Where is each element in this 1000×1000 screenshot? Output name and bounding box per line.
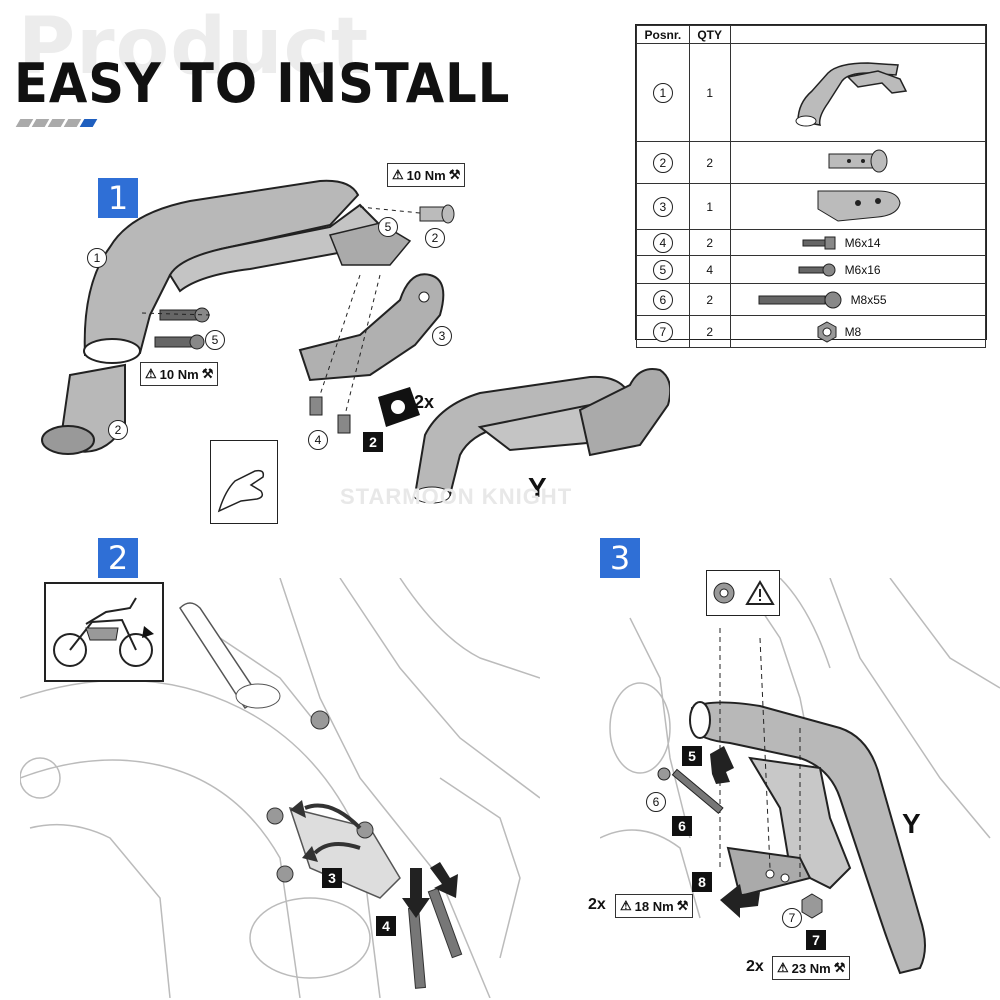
callout-5-left: 5 [205,330,225,350]
page-title: EASY TO INSTALL [14,52,511,115]
faint-watermark: STARMOON KNIGHT [340,484,573,509]
part-2-image [729,141,987,184]
step-marker-2: 2 [363,432,383,452]
warning-icon: ⚠ [777,960,789,975]
spec-m6x14: M6x14 [844,236,881,250]
step-marker-7: 7 [806,930,826,950]
table-qty-7: 2 [688,315,731,348]
washer-warning-box [706,570,780,616]
col-header-qty: QTY [688,25,731,44]
torque-label-top: ⚠ 10 Nm ⚒ [387,163,466,187]
assembly-label-y: Y [528,472,547,503]
wrench-icon: ⚒ [448,167,461,182]
callout-4: 4 [308,430,328,450]
table-qty-4: 2 [688,229,731,256]
part-3-image [729,183,987,230]
torque-label-18nm: ⚠ 18 Nm ⚒ [615,894,694,918]
quantity-2x-label: 2x [414,392,435,412]
torque-label-23nm: ⚠ 23 Nm ⚒ [772,956,851,980]
nut-m8-icon [817,321,837,343]
torque-value-23nm: 23 Nm [791,960,831,976]
callout-2-bottom: 2 [108,420,128,440]
step-marker-8: 8 [692,872,712,892]
table-pos-7: 7 [652,321,673,342]
step-marker-3: 3 [322,868,342,888]
step-badge-3: 3 [600,538,640,578]
table-pos-5: 5 [652,259,673,280]
torque-value-18nm: 18 Nm [634,898,674,914]
warning-icon: ⚠ [620,898,632,913]
table-pos-4: 4 [652,232,673,253]
step3-illustration [600,578,1000,975]
spec-m8x55: M8x55 [850,293,887,307]
torque-value-top: 10 Nm [406,167,446,183]
table-qty-6: 2 [688,283,731,316]
assembly-label-y-step3: Y [902,808,921,839]
torque-value-left: 10 Nm [159,366,199,382]
table-pos-1: 1 [652,82,673,103]
washer-icon [713,582,734,604]
table-pos-3: 3 [652,196,673,217]
part-1-image [729,43,987,142]
step-marker-4: 4 [376,916,396,936]
motorcycle-icon [44,582,164,682]
table-qty-3: 1 [688,183,731,230]
step-badge-2: 2 [98,538,138,578]
warning-icon: ⚠ [392,167,404,182]
callout-7: 7 [782,908,802,928]
callout-5-top: 5 [378,217,398,237]
table-pos-6: 6 [652,289,673,310]
table-pos-2: 2 [652,152,673,173]
wrench-icon: ⚒ [833,960,846,975]
title-underline-stripes [15,114,98,132]
bolt-m8x55-icon [758,291,842,309]
col-header-posnr: Posnr. [636,25,690,44]
wrench-icon: ⚒ [676,898,689,913]
callout-6: 6 [646,792,666,812]
wrench-icon: ⚒ [201,366,214,381]
table-qty-2: 2 [688,141,731,184]
callout-1: 1 [87,248,107,268]
callout-2-top: 2 [425,228,445,248]
spec-m8: M8 [844,325,862,339]
table-qty-5: 4 [688,255,731,284]
torque-label-left: ⚠ 10 Nm ⚒ [140,362,219,386]
step-marker-5: 5 [682,746,702,766]
bolt-m6x14-icon [802,236,836,250]
hand-icon [210,440,278,524]
warning-icon: ⚠ [145,366,157,381]
warning-icon [744,580,775,605]
bolt-m6x16-icon [798,263,836,277]
step-badge-1: 1 [98,178,138,218]
watermark-text: Product [18,2,370,92]
step1-illustration [41,179,670,504]
parts-table: Posnr. QTY 1 1 2 2 3 1 [635,24,987,348]
step-marker-6: 6 [672,816,692,836]
quantity-2x-label-b: 2x [746,958,764,975]
spec-m6x16: M6x16 [844,263,881,277]
callout-3: 3 [432,326,452,346]
table-qty-1: 1 [688,43,731,142]
quantity-2x-label-a: 2x [588,896,606,913]
